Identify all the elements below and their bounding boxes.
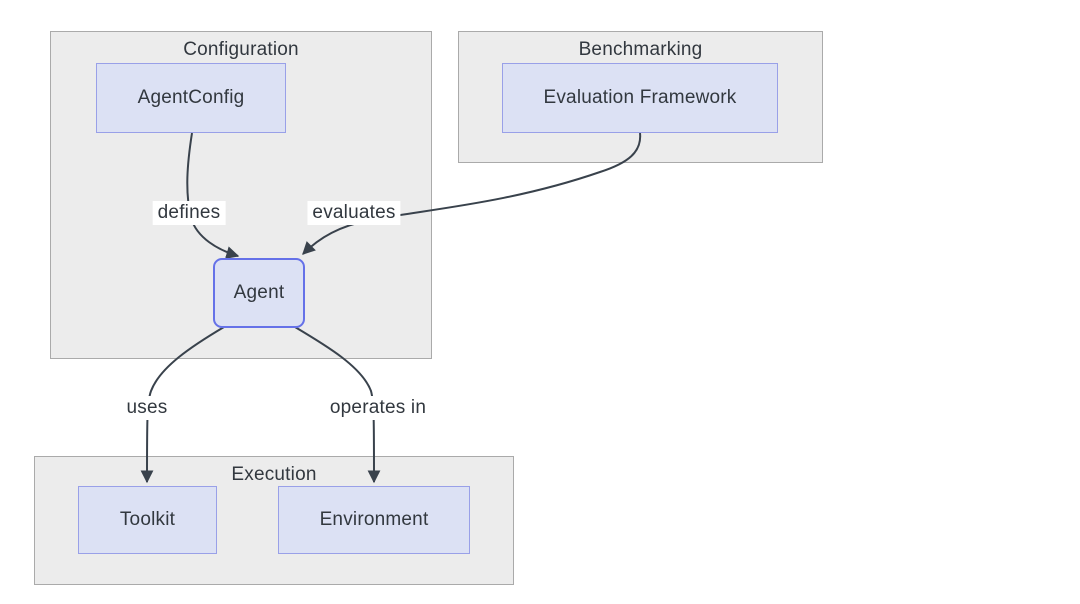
edge-label-uses: uses [121, 396, 173, 420]
node-agent: Agent [213, 258, 305, 328]
node-evaluation-framework: Evaluation Framework [502, 63, 778, 133]
edge-agentconfig-defines-agent [186, 132, 240, 259]
subgraph-benchmarking-title: Benchmarking [578, 39, 703, 60]
edge-label-operates-in: operates in [324, 396, 432, 420]
node-agent-config: AgentConfig [96, 63, 286, 133]
subgraph-execution-title: Execution [231, 464, 317, 485]
edge-agent-uses-toolkit [140, 326, 225, 484]
edge-label-evaluates: evaluates [307, 201, 401, 225]
edge-label-defines: defines [152, 201, 226, 225]
edge-evaluationframework-evaluates-agent [302, 132, 642, 255]
node-toolkit: Toolkit [78, 486, 217, 554]
subgraph-configuration-title: Configuration [183, 39, 299, 60]
edge-agent-operatesin-environment [294, 326, 381, 484]
node-environment: Environment [278, 486, 470, 554]
